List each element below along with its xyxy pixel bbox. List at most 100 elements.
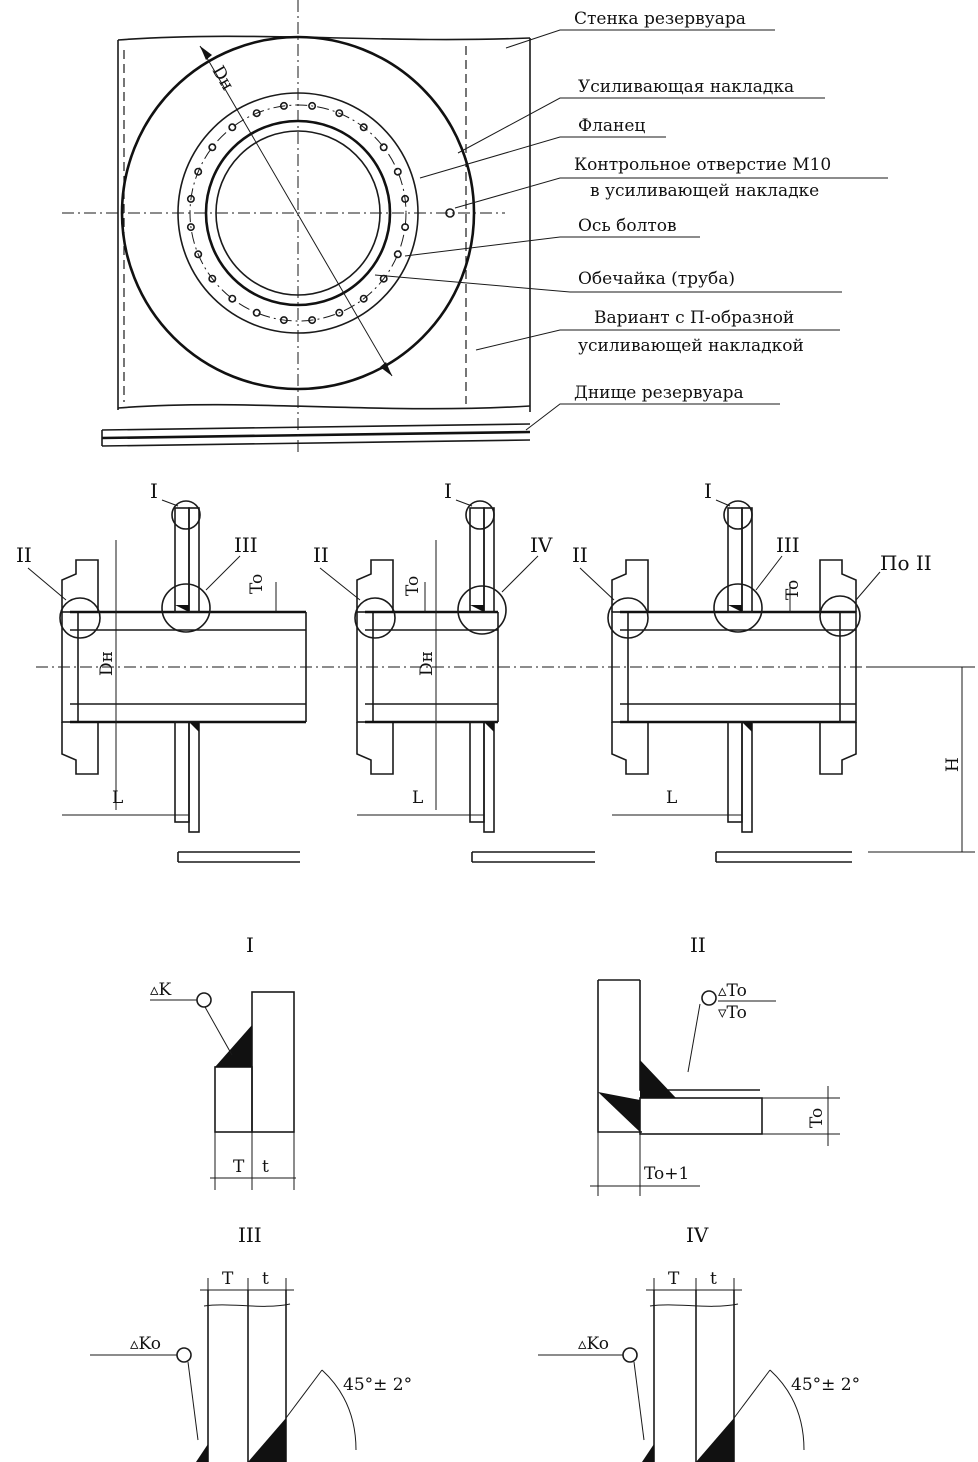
detail-iii-circle [713,583,763,633]
flange-left-bottom [611,722,649,775]
detail-i-title: I [246,933,254,957]
leader-p-variant [475,329,840,351]
detail-iii-weld-fill [248,1418,286,1462]
detail-ii-shell [639,1097,763,1135]
leader-shell [374,274,842,293]
detail-ii-circle [607,597,649,639]
flange-right-top [819,559,857,612]
bolt-circle [189,104,407,322]
detail-ii-weld-bottom: ▿To [718,1003,747,1023]
bolt-hole [186,194,195,203]
detail-iv-bevel-line [733,1369,771,1419]
wall-top [741,507,753,613]
detail-iv-weld-left [642,1444,654,1462]
section-1: II I III To Dн L [16,479,307,863]
dim-h-label: H [943,757,963,772]
detail-i-circle [171,500,201,530]
weld-top [728,605,742,612]
detail-iv-angle-arc [769,1369,805,1451]
detail-iii-leader [187,1361,199,1441]
detail-iv-angle: 45°± 2° [791,1375,860,1395]
flange-left-bottom [61,722,99,775]
weld-top [175,605,189,612]
mark-ii: II [313,543,329,567]
leader-ii [579,567,615,601]
bolt-hole [335,308,344,317]
dim-to-label: To [403,576,423,596]
bolt-hole [359,123,368,132]
callout-flange: Фланец [578,116,645,136]
bolt-hole [252,308,261,317]
bolt-hole [208,143,217,152]
detail-ii-circle [354,597,396,639]
bolt-hole [335,109,344,118]
wall-bottom [483,721,495,833]
detail-iv-weld-label: ▵Ko [578,1334,609,1354]
mark-iv: IV [530,533,553,557]
detail-iii-weld-symbol [176,1347,192,1363]
detail-iv-weld-fill [696,1418,734,1462]
bolt-hole [186,223,195,232]
leader-control-hole [454,177,888,209]
bolt-hole [308,101,317,110]
bolt-hole [228,123,237,132]
detail-iv-break [649,1303,739,1307]
mark-iii: III [234,533,258,557]
callout-wall: Стенка резервуара [574,9,746,29]
wall-top [483,507,495,613]
leader-i [161,499,179,507]
dim-to-label: To [247,574,267,594]
flange-left-top [611,559,649,612]
detail-iv-circle [457,585,507,635]
bolt-hole [401,194,410,203]
diameter-arrow-bottom [380,362,392,376]
detail-iii-angle: 45°± 2° [343,1375,412,1395]
detail-iii-dim-small-t: t [262,1269,269,1289]
leader-i [715,499,731,507]
detail-iv-title: IV [686,1223,709,1247]
callout-p-variant: Вариант с П-образной [594,308,794,328]
dim-dn-label: Dн [97,651,117,676]
detail-ii-weld-symbol [701,990,717,1006]
bolt-hole [393,250,402,259]
detail-po-ii-circle [819,595,861,637]
detail-ii-weld-outer [640,1060,676,1098]
bottom-plate-3 [715,851,852,863]
reinforcing-pad-outline [120,35,476,391]
bolt-hole [359,294,368,303]
flange-outer-circle [177,92,419,334]
bolt-hole [208,274,217,283]
leader-bottom [525,403,780,431]
detail-iv: IV T t ▵Ko 45°± 2° [538,1223,860,1462]
weld-bottom [484,722,494,732]
section-3: II I III По II To L H [572,479,975,863]
pad-top [174,507,190,613]
wall-bottom [741,721,753,833]
leader-flange [419,136,666,179]
detail-iii-weld-left [196,1444,208,1462]
bolt-hole [279,101,288,110]
pad-bottom [469,721,485,823]
mark-i: I [150,479,158,503]
diameter-line [199,45,393,377]
detail-i-pad [214,1066,253,1133]
detail-i-circle [465,500,495,530]
detail-i-dim-t: T [233,1157,245,1177]
mark-ii: II [572,543,588,567]
detail-iii-angle-arc [321,1369,357,1451]
detail-iv-dim-small-t: t [710,1269,717,1289]
detail-i-leader [204,1006,233,1056]
detail-i-wall [251,991,295,1133]
shell-inner-circle [215,130,381,296]
detail-i-weld-label: ▵K [150,980,172,1000]
bolt-hole [194,250,203,259]
detail-iii-circle [161,583,211,633]
detail-iv-leader [633,1361,645,1441]
detail-i: I ▵K T t [150,933,296,1190]
callout-bottom: Днище резервуара [574,383,744,403]
flange-right-bottom [819,722,857,775]
weld-bottom [742,722,752,732]
control-hole [445,208,455,218]
